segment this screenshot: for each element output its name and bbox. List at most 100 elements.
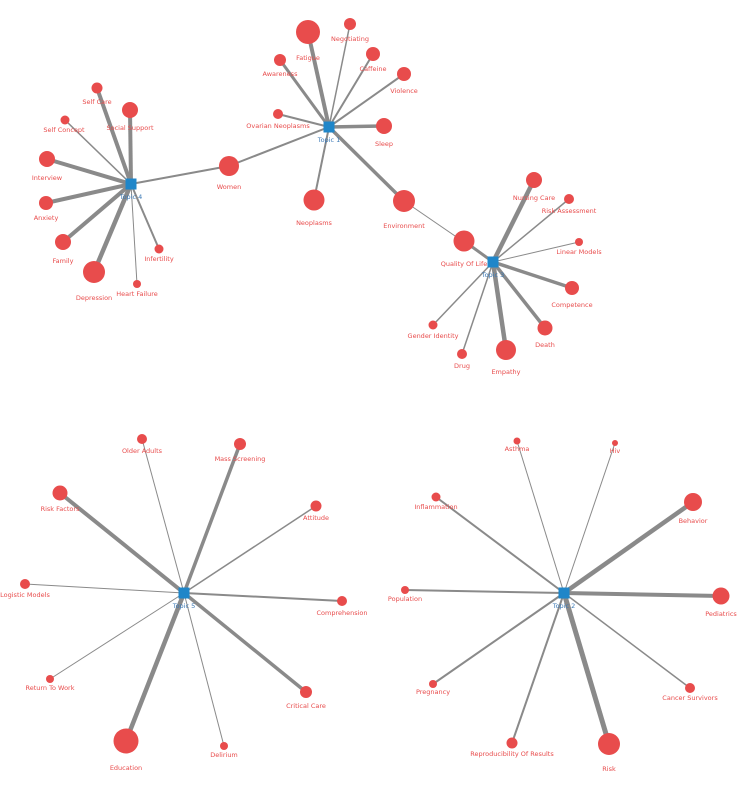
term-node-quality-of-life[interactable] [453,230,475,252]
topic-label-t5: Topic 2 [552,602,576,610]
term-node-nursing-care[interactable] [526,172,542,188]
term-node-depression[interactable] [83,261,105,283]
edge-drug-t3 [461,261,494,355]
term-node-environment[interactable] [393,190,415,212]
term-node-education[interactable] [113,728,139,754]
edge-education-t4 [123,592,187,742]
edge-sleep-t2 [328,124,385,129]
edge-hiv-t5 [563,442,616,594]
topic-label-t3: Topic 3 [481,271,505,279]
term-node-pregnancy[interactable] [429,680,437,688]
term-node-gender-identity[interactable] [428,320,438,330]
term-label-asthma: Asthma [505,445,530,453]
term-label-linear-models: Linear Models [556,248,602,256]
term-label-attitude: Attitude [303,514,329,522]
edge-women-t2 [228,126,330,167]
edge-fatigue-t2 [306,31,331,128]
edge-delirium-t4 [183,592,225,747]
nodes-layer [20,18,730,755]
edge-women-t1 [130,165,230,185]
term-label-caffeine: Caffeine [360,65,387,73]
topic-node-t2[interactable] [323,121,335,133]
edges-layer [24,23,722,747]
term-node-behavior[interactable] [684,493,702,511]
term-node-cancer-survivors[interactable] [685,683,695,693]
edge-environment-t2 [327,125,406,203]
term-node-neoplasms[interactable] [303,189,325,211]
term-label-critical-care: Critical Care [286,702,326,710]
term-node-women[interactable] [219,156,239,176]
term-node-inflammation[interactable] [431,492,441,502]
edge-infertility-t1 [130,183,160,250]
term-node-population[interactable] [401,586,409,594]
term-label-delirium: Delirium [210,751,238,759]
term-node-empathy[interactable] [496,340,516,360]
term-node-drug[interactable] [457,349,467,359]
term-node-infertility[interactable] [154,244,164,254]
term-node-death[interactable] [537,320,553,336]
term-node-delirium[interactable] [220,742,228,750]
term-node-interview[interactable] [39,151,55,167]
term-node-risk-assessment[interactable] [564,194,574,204]
term-label-empathy: Empathy [491,368,520,376]
term-label-drug: Drug [454,362,470,370]
term-label-population: Population [388,595,422,603]
topic-node-t4[interactable] [178,587,190,599]
term-node-hiv[interactable] [612,440,618,446]
term-label-hiv: Hiv [610,447,621,455]
term-node-logistic-models[interactable] [20,579,30,589]
term-node-critical-care[interactable] [300,686,312,698]
term-node-social-support[interactable] [122,102,138,118]
term-node-negotiating[interactable] [344,18,356,30]
term-node-attitude[interactable] [310,500,322,512]
term-node-caffeine[interactable] [366,47,380,61]
term-node-risk[interactable] [598,733,620,755]
edge-awareness-t2 [278,59,331,128]
topic-node-t5[interactable] [558,587,570,599]
term-node-pediatrics[interactable] [712,587,730,605]
edge-negotiating-t2 [328,23,351,128]
edge-comprehension-t4 [183,592,343,602]
term-node-older-adults[interactable] [137,434,147,444]
term-label-logistic-models: Logistic Models [0,591,50,599]
edge-critical-care-t4 [182,591,308,694]
term-node-return-to-work[interactable] [46,675,54,683]
term-node-family[interactable] [55,234,71,250]
edge-heart-failure-t1 [130,183,138,285]
edge-social-support-t1 [128,109,133,185]
term-label-fatigue: Fatigue [296,54,320,62]
term-node-awareness[interactable] [274,54,286,66]
edge-asthma-t5 [516,440,565,594]
term-node-risk-factors[interactable] [52,485,68,501]
topic-node-t3[interactable] [487,256,499,268]
term-node-heart-failure[interactable] [133,280,141,288]
term-node-sleep[interactable] [376,118,392,134]
term-node-comprehension[interactable] [337,596,347,606]
term-node-asthma[interactable] [513,437,521,445]
term-node-fatigue[interactable] [296,20,320,44]
term-node-reproducibility-of-results[interactable] [506,737,518,749]
edge-return-to-work-t4 [49,592,185,680]
term-node-self-care[interactable] [91,82,103,94]
topic-node-t1[interactable] [125,178,137,190]
term-label-older-adults: Older Adults [122,447,163,455]
term-node-mass-screening[interactable] [234,438,246,450]
edge-nursing-care-t3 [490,178,537,264]
edge-self-concept-t1 [64,119,132,185]
edge-mass-screening-t4 [182,443,242,594]
edge-self-care-t1 [95,87,133,185]
term-node-linear-models[interactable] [575,238,583,246]
term-label-behavior: Behavior [679,517,708,525]
term-node-self-concept[interactable] [60,115,70,125]
term-node-anxiety[interactable] [39,196,53,210]
edge-attitude-t4 [183,505,317,594]
term-label-violence: Violence [390,87,418,95]
edge-gender-identity-t3 [432,261,494,326]
term-node-ovarian-neoplasms[interactable] [273,109,283,119]
edge-behavior-t5 [562,500,695,595]
term-node-competence[interactable] [565,281,579,295]
term-node-violence[interactable] [397,67,411,81]
term-label-awareness: Awareness [263,70,299,78]
